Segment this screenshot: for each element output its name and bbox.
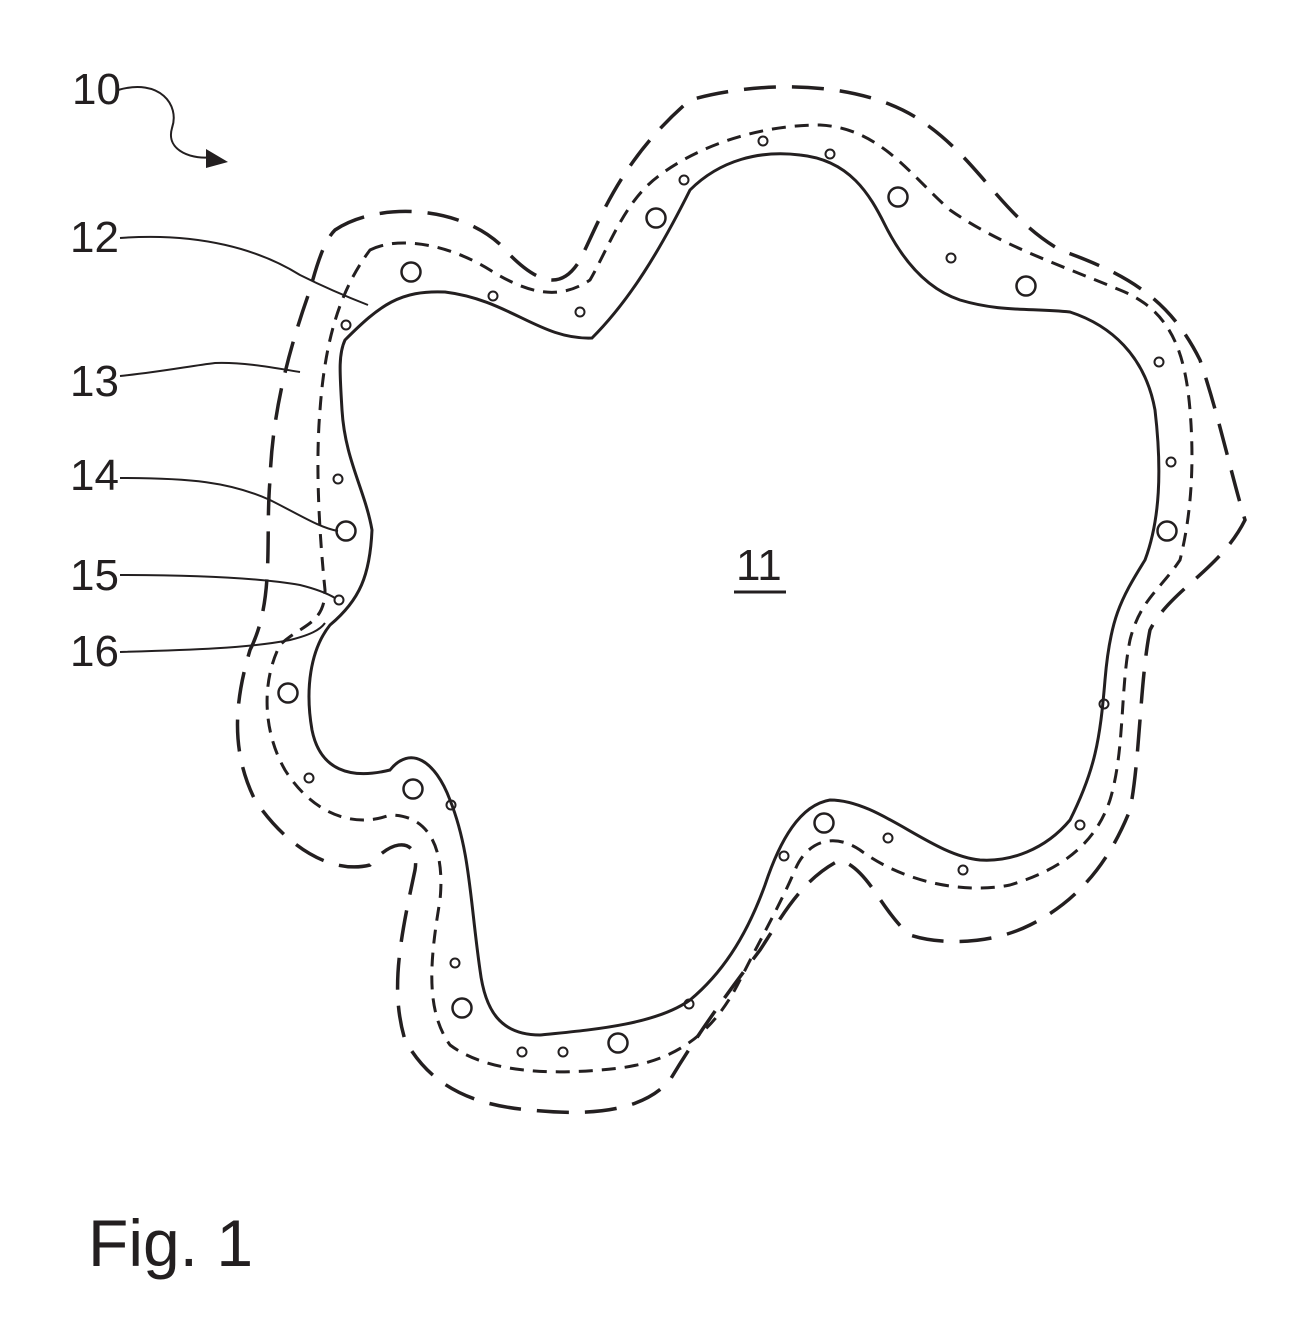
ref-label-13: 13 [70, 357, 119, 406]
small-marker [824, 148, 836, 160]
small-marker [1074, 819, 1086, 831]
small-marker [333, 594, 345, 606]
ref-label-14: 14 [70, 451, 119, 500]
small-marker [516, 1046, 528, 1058]
small-markers [303, 135, 1177, 1058]
small-marker [945, 252, 957, 264]
large-marker [813, 812, 835, 834]
small-marker [882, 832, 894, 844]
small-marker [683, 998, 695, 1010]
leader-line-14 [119, 477, 339, 532]
large-marker [645, 207, 667, 229]
small-marker [487, 290, 499, 302]
small-marker [557, 1046, 569, 1058]
small-marker [1165, 456, 1177, 468]
arrow-head-icon [206, 149, 228, 168]
large-marker [277, 682, 299, 704]
large-marker [1156, 520, 1178, 542]
small-marker [574, 306, 586, 318]
large-marker [451, 997, 473, 1019]
small-marker [957, 864, 969, 876]
small-marker [678, 174, 690, 186]
large-marker [1015, 275, 1037, 297]
small-marker [303, 772, 315, 784]
long-dash-boundary [235, 85, 1247, 1115]
short-dash-boundary [265, 123, 1194, 1074]
leader-line-13 [119, 361, 301, 377]
small-marker [778, 850, 790, 862]
large-marker [335, 520, 357, 542]
ref-label-10: 10 [72, 65, 121, 114]
leader-line-16 [119, 622, 326, 653]
small-marker [1153, 356, 1165, 368]
solid-boundary [307, 152, 1161, 1037]
figure-arrow [117, 86, 213, 159]
large-markers [277, 186, 1178, 1054]
ref-label-12: 12 [70, 213, 119, 262]
ref-label-15: 15 [70, 551, 119, 600]
small-marker [340, 319, 352, 331]
small-marker [332, 473, 344, 485]
ref-label-16: 16 [70, 627, 119, 676]
small-marker [1098, 698, 1110, 710]
large-marker [607, 1032, 629, 1054]
large-marker [402, 778, 424, 800]
small-marker [449, 957, 461, 969]
large-marker [400, 261, 422, 283]
center-label: 11 [736, 541, 782, 590]
small-marker [757, 135, 769, 147]
large-marker [887, 186, 909, 208]
figure-caption: Fig. 1 [88, 1206, 253, 1280]
leader-line-15 [119, 574, 336, 599]
small-marker [445, 799, 457, 811]
leader-line-12 [119, 235, 369, 306]
